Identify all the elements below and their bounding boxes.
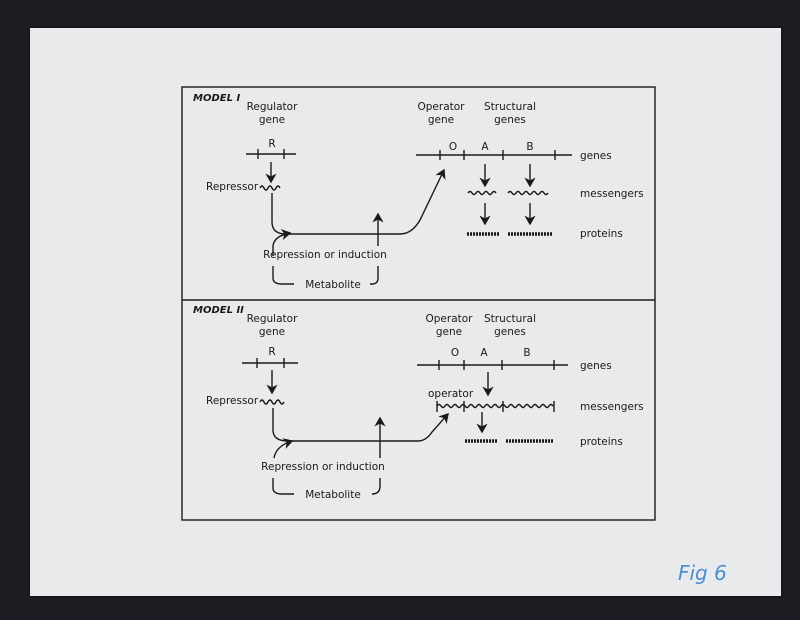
metabolite-label: Metabolite (305, 279, 361, 291)
photo-card (30, 28, 781, 596)
polycistronic-messenger (436, 401, 555, 412)
repressor-wave (259, 185, 281, 191)
model-1: MODEL I Regulator gene R Repressor Repre… (193, 93, 644, 291)
gene-A: A (480, 347, 488, 359)
operon-gene-line (416, 150, 572, 160)
operator-label: Operator (418, 101, 466, 113)
model-2-title: MODEL II (193, 305, 244, 316)
repressor-to-operator-arrow (271, 168, 446, 235)
repressor-label: Repressor (206, 395, 259, 407)
row-label-messengers: messengers (580, 401, 644, 413)
gene-A: A (481, 141, 489, 153)
metabolite-bracket-right (371, 478, 381, 495)
operator-label: Operator (426, 313, 474, 325)
repression-label: Repression or induction (261, 461, 385, 473)
regulator-gene-R: R (268, 138, 275, 150)
metabolite-bracket-left (272, 266, 294, 285)
metabolite-bracket-left (272, 478, 294, 495)
regulator-gene-line (246, 149, 296, 159)
model-1-title: MODEL I (193, 93, 240, 104)
metabolite-bracket-right (370, 266, 379, 285)
operator-gene-label: gene (428, 114, 454, 126)
gene-B: B (526, 141, 533, 153)
messenger-operator-label: operator (428, 388, 474, 400)
structural-genes-label: genes (494, 326, 526, 338)
repressor-to-operator-arrow (272, 408, 449, 442)
handwritten-figure-label: Fig 6 (678, 561, 727, 585)
gene-B: B (523, 347, 530, 359)
messenger-A-wave (467, 190, 497, 196)
repressor-wave (259, 399, 285, 405)
row-label-genes: genes (580, 150, 612, 162)
metabolite-arrow-left (272, 229, 292, 256)
repression-label: Repression or induction (263, 249, 387, 261)
row-label-genes: genes (580, 360, 612, 372)
model-2: MODEL II Regulator gene R Repressor Repr… (193, 305, 644, 501)
metabolite-arrow-left (273, 438, 294, 459)
regulator-gene-line (242, 358, 298, 368)
row-label-proteins: proteins (580, 436, 623, 448)
metabolite-label: Metabolite (305, 489, 361, 501)
messenger-B-wave (507, 190, 549, 196)
structural-genes-label: genes (494, 114, 526, 126)
regulator-gene-label: gene (259, 114, 285, 126)
regulator-gene-R: R (268, 346, 275, 358)
structural-label: Structural (484, 313, 536, 325)
row-label-proteins: proteins (580, 228, 623, 240)
regulator-gene-label: gene (259, 326, 285, 338)
operon-gene-line (417, 360, 568, 370)
diagram-frame (181, 86, 656, 521)
regulator-label: Regulator (247, 101, 298, 113)
gene-O: O (449, 141, 457, 153)
row-label-messengers: messengers (580, 188, 644, 200)
repressor-label: Repressor (206, 181, 259, 193)
structural-label: Structural (484, 101, 536, 113)
gene-O: O (451, 347, 459, 359)
regulator-label: Regulator (247, 313, 298, 325)
operator-gene-label: gene (436, 326, 462, 338)
